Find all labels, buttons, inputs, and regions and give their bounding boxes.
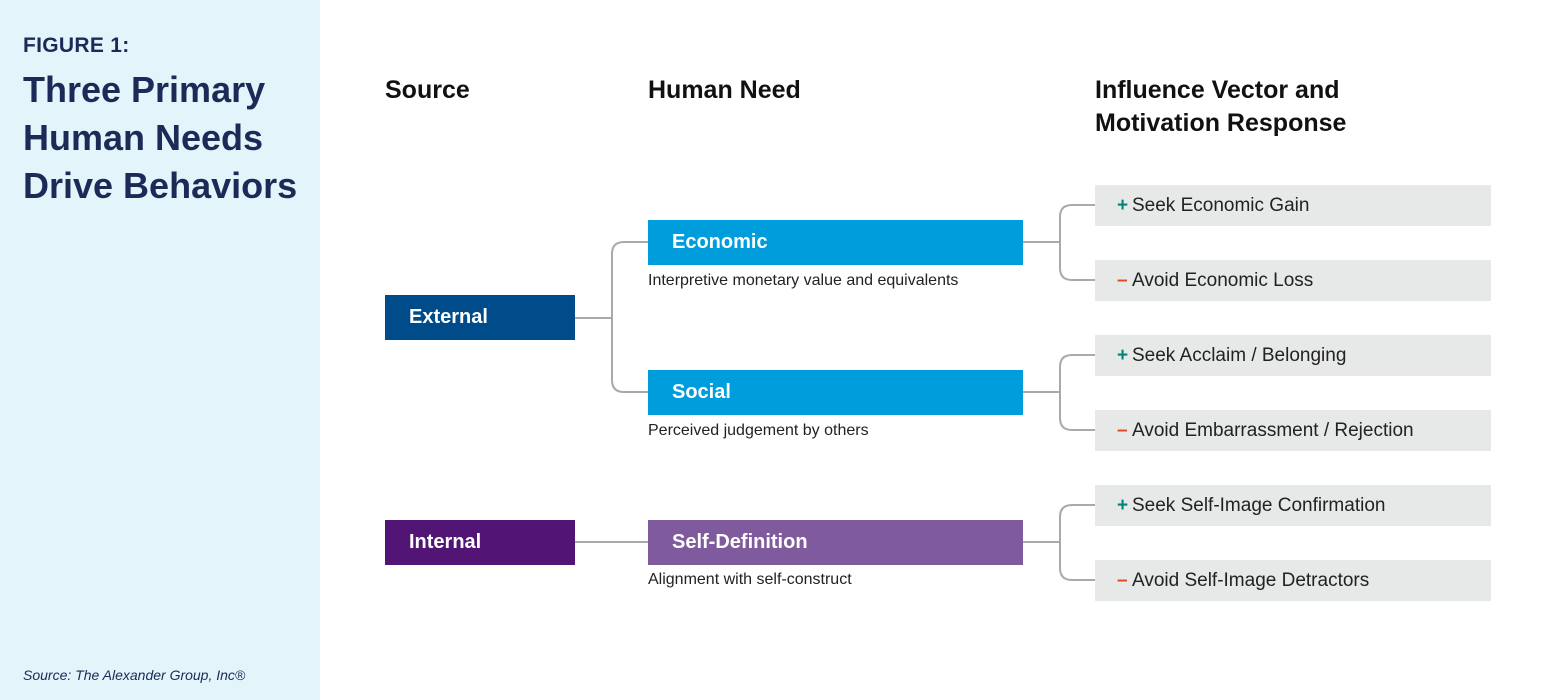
response-avoid-embarrassment: –Avoid Embarrassment / Rejection [1095,410,1491,451]
need-social-description: Perceived judgement by others [648,422,869,439]
response-text: Seek Acclaim / Belonging [1132,345,1347,366]
minus-sign: – [1117,270,1128,291]
need-self-definition-description: Alignment with self-construct [648,571,852,588]
header-source: Source [385,76,470,104]
plus-sign: + [1117,195,1129,216]
minus-sign: – [1117,570,1128,591]
connector-external [575,241,648,393]
need-economic: Economic [648,220,1023,265]
plus-sign: + [1117,495,1129,516]
response-seek-acclaim: +Seek Acclaim / Belonging [1095,335,1491,376]
header-response-line1: Influence Vector and [1095,76,1340,104]
response-text: Avoid Embarrassment / Rejection [1132,420,1414,441]
response-text: Avoid Self-Image Detractors [1132,570,1370,591]
header-response-line2: Motivation Response [1095,109,1347,137]
need-self-definition: Self-Definition [648,520,1023,565]
header-need: Human Need [648,76,801,104]
response-seek-economic-gain: +Seek Economic Gain [1095,185,1491,226]
connector-self-definition [1023,504,1095,581]
response-text: Seek Economic Gain [1132,195,1310,216]
response-avoid-self-image-detractors: –Avoid Self-Image Detractors [1095,560,1491,601]
source-external: External [385,295,575,340]
connector-economic [1023,204,1095,281]
response-text: Seek Self-Image Confirmation [1132,495,1386,516]
figure-source: Source: The Alexander Group, Inc® [23,667,246,683]
response-seek-self-image: +Seek Self-Image Confirmation [1095,485,1491,526]
response-text: Avoid Economic Loss [1132,270,1314,291]
figure-label: FIGURE 1: [23,34,130,57]
need-economic-description: Interpretive monetary value and equivale… [648,272,959,289]
plus-sign: + [1117,345,1129,366]
sidebar-panel: FIGURE 1: Three Primary Human Needs Driv… [0,0,320,700]
source-internal: Internal [385,520,575,565]
figure-title: Three Primary Human Needs Drive Behavior… [23,69,298,206]
connector-social [1023,354,1095,431]
minus-sign: – [1117,420,1128,441]
response-avoid-economic-loss: –Avoid Economic Loss [1095,260,1491,301]
need-social: Social [648,370,1023,415]
